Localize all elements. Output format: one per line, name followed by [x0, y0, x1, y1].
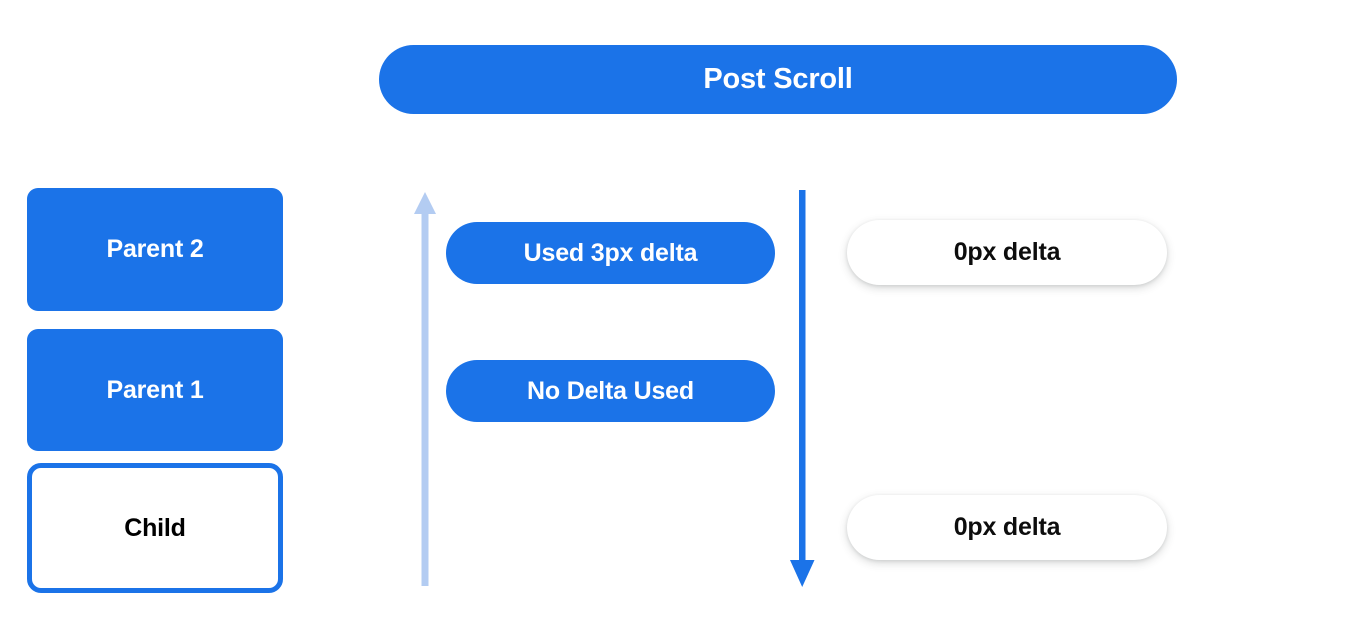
pill-used-delta-label: Used 3px delta — [523, 238, 698, 267]
box-parent-1: Parent 1 — [27, 329, 283, 451]
box-parent-2-label: Parent 2 — [106, 235, 204, 263]
header-banner: Post Scroll — [379, 45, 1177, 114]
pill-zero-delta-top-label: 0px delta — [953, 238, 1061, 266]
box-child-label: Child — [124, 513, 186, 542]
box-parent-1-label: Parent 1 — [106, 375, 204, 404]
pill-zero-delta-bottom: 0px delta — [847, 495, 1167, 560]
page-title: Post Scroll — [703, 63, 853, 95]
pill-no-delta-used: No Delta Used — [446, 360, 775, 422]
box-parent-2: Parent 2 — [27, 188, 283, 311]
pill-no-delta-used-label: No Delta Used — [527, 376, 694, 405]
scroll-up-arrow-icon — [414, 192, 436, 586]
pill-zero-delta-top: 0px delta — [847, 220, 1167, 285]
box-child: Child — [27, 463, 283, 593]
pill-used-delta: Used 3px delta — [446, 222, 775, 284]
pill-zero-delta-bottom-label: 0px delta — [953, 513, 1061, 541]
scroll-down-arrow-icon — [790, 190, 815, 587]
